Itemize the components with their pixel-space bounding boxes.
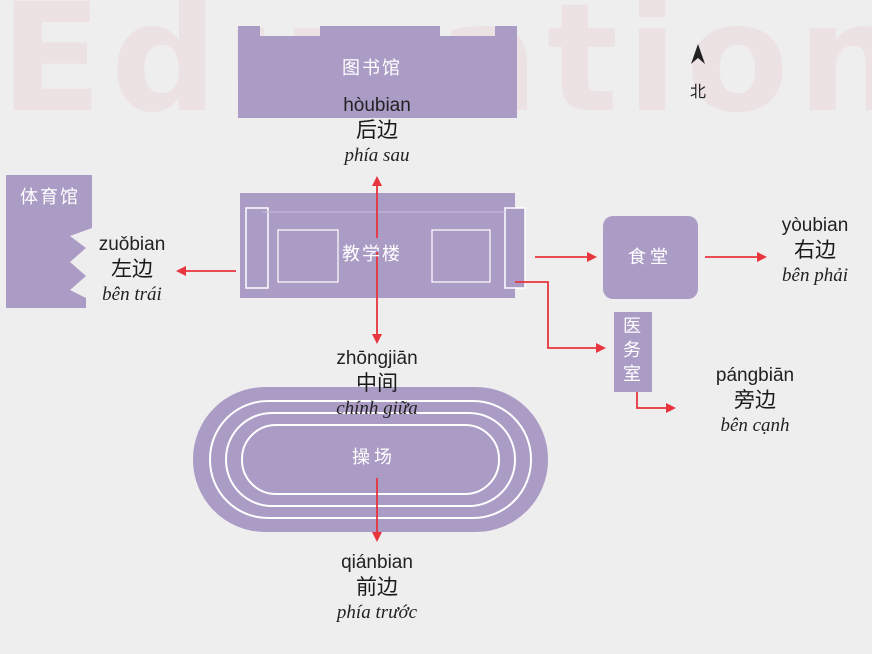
clinic-label-1: 医 [623, 316, 641, 337]
label-front-viet: phía trước [336, 602, 418, 623]
label-front: qiánbian 前边 phía trước [307, 553, 447, 622]
library-label: 图书馆 [342, 58, 402, 79]
clinic-building [614, 312, 652, 392]
label-left: zuǒbian 左边 bên trái [72, 235, 192, 304]
gym-label: 体育馆 [20, 187, 80, 208]
clinic-label-3: 室 [623, 364, 641, 385]
clinic-label-2: 务 [623, 340, 641, 361]
label-right-viet: bên phải [782, 265, 848, 286]
label-beside-hanzi: 旁边 [734, 388, 776, 412]
teaching-building-label: 教学楼 [342, 244, 402, 265]
label-left-hanzi: 左边 [111, 257, 153, 281]
label-back-pinyin: hòubian [343, 95, 411, 116]
label-back-viet: phía sau [344, 145, 410, 166]
label-beside: pángbiān 旁边 bên cạnh [695, 366, 815, 435]
label-left-pinyin: zuǒbian [98, 234, 166, 255]
label-back: hòubian 后边 phía sau [307, 96, 447, 165]
playground-label: 操场 [352, 447, 396, 468]
label-back-hanzi: 后边 [356, 118, 398, 142]
north-label: 北 [689, 82, 706, 101]
label-left-viet: bên trái [102, 284, 162, 305]
label-right-hanzi: 右边 [794, 238, 836, 262]
north-arrow-icon [691, 44, 705, 64]
gym-building [6, 175, 92, 308]
label-right-pinyin: yòubian [781, 215, 849, 236]
label-front-pinyin: qiánbian [341, 552, 413, 573]
label-middle-viet: chính giữa [336, 398, 418, 419]
library-building [238, 26, 517, 118]
canteen-building [603, 216, 698, 299]
label-middle: zhōngjiān 中间 chính giữa [307, 349, 447, 418]
arrow-beside [636, 392, 676, 413]
label-beside-pinyin: pángbiān [715, 365, 795, 386]
label-front-hanzi: 前边 [356, 575, 398, 599]
playground [193, 387, 548, 532]
label-middle-hanzi: 中间 [356, 371, 398, 395]
canteen-label: 食堂 [628, 247, 672, 268]
compass: 北 [683, 45, 713, 102]
label-middle-pinyin: zhōngjiān [336, 348, 418, 369]
label-right: yòubian 右边 bên phải [760, 216, 870, 285]
arrow-to-clinic [515, 281, 606, 353]
label-beside-viet: bên cạnh [720, 415, 790, 436]
